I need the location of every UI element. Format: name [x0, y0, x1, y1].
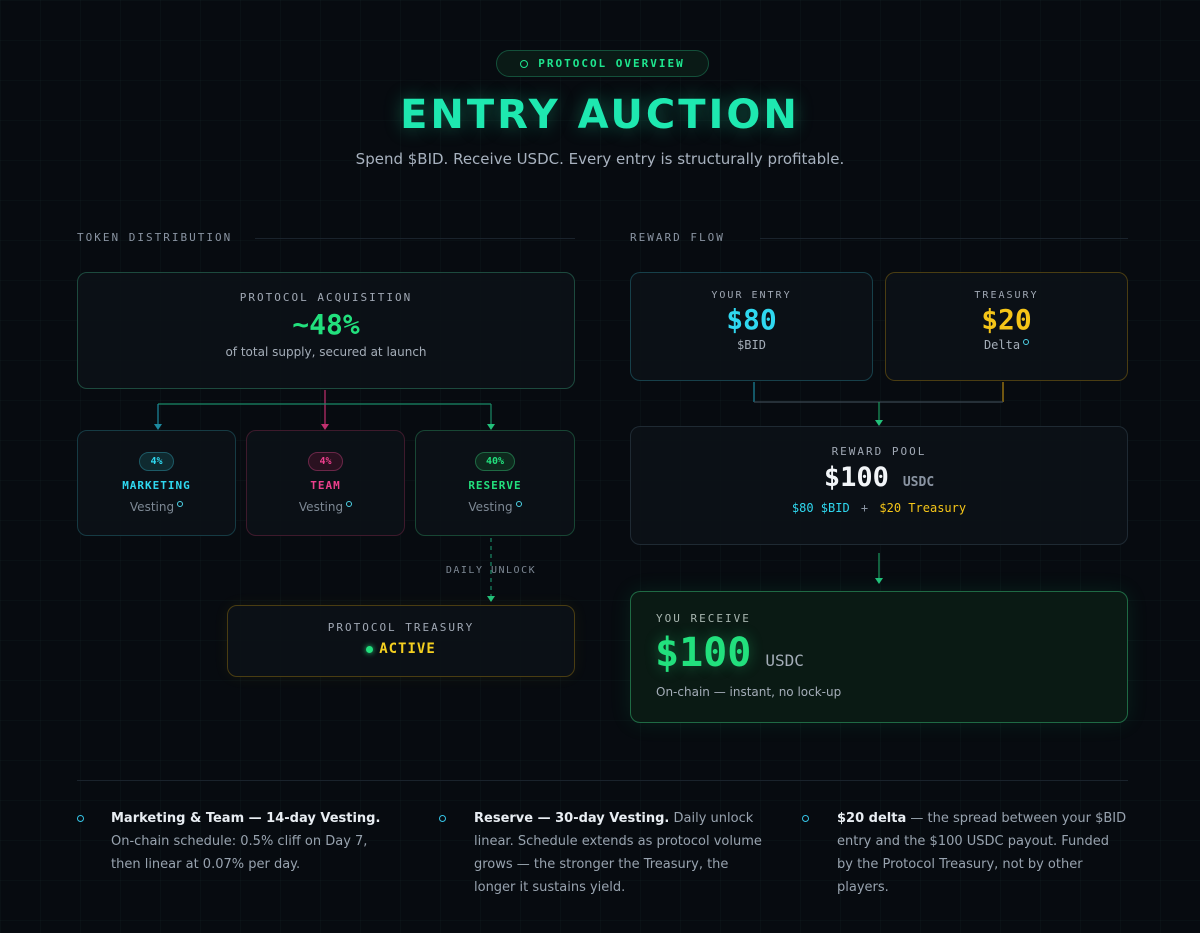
reward-flow-heading: REWARD FLOW: [630, 231, 725, 244]
info-icon[interactable]: [177, 501, 184, 507]
acquisition-value: ~48%: [292, 308, 360, 341]
bucket-card-team: 4% TEAM Vesting: [246, 430, 405, 536]
bucket-percent: 4%: [308, 452, 343, 471]
treasury-label: PROTOCOL TREASURY: [327, 621, 475, 634]
you-receive-unit: USDC: [765, 651, 804, 670]
note-text: Daily unlock linear. Schedule extends as…: [474, 811, 762, 895]
note-bold: Marketing & Team — 14-day Vesting.: [111, 811, 381, 826]
your-entry-card: YOUR ENTRY $80 $BID: [630, 272, 873, 381]
bucket-name: TEAM: [310, 479, 341, 492]
info-icon[interactable]: [1023, 339, 1030, 345]
bucket-card-reserve: 40% RESERVE Vesting: [415, 430, 575, 536]
bullet-icon: [802, 815, 809, 822]
divider: [255, 238, 575, 239]
your-entry-unit: $BID: [737, 338, 766, 352]
note-vesting-reserve: Reserve — 30-day Vesting. Daily unlock l…: [474, 807, 764, 899]
treasury-card-label: TREASURY: [974, 290, 1039, 301]
you-receive-value: $100: [655, 630, 752, 676]
treasury-card-unit: Delta: [983, 338, 1021, 352]
note-vesting-marketing-team: Marketing & Team — 14-day Vesting. On-ch…: [111, 807, 401, 876]
your-entry-label: YOUR ENTRY: [711, 290, 792, 301]
acquisition-label: PROTOCOL ACQUISITION: [239, 291, 413, 304]
token-distribution-heading: TOKEN DISTRIBUTION: [77, 231, 233, 244]
page-title: ENTRY AUCTION: [400, 92, 800, 138]
footer-divider: [77, 780, 1128, 781]
your-entry-value: $80: [726, 303, 777, 336]
reward-pool-label: REWARD POOL: [831, 445, 927, 458]
reward-pool-value: $100: [823, 462, 889, 493]
divider: [760, 238, 1128, 239]
treasury-status: ACTIVE: [379, 641, 436, 657]
info-icon[interactable]: [515, 501, 522, 507]
status-ring-icon: [520, 59, 529, 68]
breakdown-bid: $80 $BID: [791, 501, 850, 515]
protocol-treasury-card: PROTOCOL TREASURY ACTIVE: [227, 605, 575, 677]
reward-pool-card: REWARD POOL $100 USDC $80 $BID + $20 Tre…: [630, 426, 1128, 545]
active-status-icon: [366, 645, 374, 653]
page-subtitle: Spend $BID. Receive USDC. Every entry is…: [355, 150, 845, 168]
note-bold: $20 delta: [837, 811, 907, 826]
you-receive-caption: On-chain — instant, no lock-up: [656, 685, 842, 699]
you-receive-label: YOU RECEIVE: [656, 612, 751, 625]
treasury-card: TREASURY $20 Delta: [885, 272, 1128, 381]
bucket-status: Vesting: [129, 500, 175, 514]
daily-unlock-label: DAILY UNLOCK: [445, 565, 537, 576]
acquisition-caption: of total supply, secured at launch: [225, 345, 427, 359]
bucket-percent: 4%: [139, 452, 174, 471]
bucket-status: Vesting: [468, 500, 513, 514]
note-delta: $20 delta — the spread between your $BID…: [837, 807, 1127, 899]
bucket-card-marketing: 4% MARKETING Vesting: [77, 430, 236, 536]
bucket-name: MARKETING: [122, 479, 191, 492]
you-receive-card: YOU RECEIVE $100 USDC On-chain — instant…: [630, 591, 1128, 723]
info-icon[interactable]: [346, 501, 353, 507]
protocol-overview-badge: PROTOCOL OVERVIEW: [496, 50, 709, 77]
note-text: — the spread between your $BID entry and…: [837, 811, 1127, 895]
breakdown-treasury: $20 Treasury: [879, 501, 967, 515]
treasury-card-value: $20: [981, 303, 1032, 336]
reward-pool-unit: USDC: [902, 475, 935, 490]
bullet-icon: [439, 815, 446, 822]
note-bold: Reserve — 30-day Vesting.: [474, 811, 670, 826]
breakdown-plus: +: [860, 501, 869, 515]
bucket-percent: 40%: [474, 452, 516, 471]
bucket-name: RESERVE: [468, 479, 522, 492]
bucket-status: Vesting: [298, 500, 344, 514]
badge-label: PROTOCOL OVERVIEW: [538, 57, 685, 70]
note-text: On-chain schedule: 0.5% cliff on Day 7, …: [111, 834, 368, 872]
bullet-icon: [77, 815, 84, 822]
protocol-acquisition-card: PROTOCOL ACQUISITION ~48% of total suppl…: [77, 272, 575, 389]
